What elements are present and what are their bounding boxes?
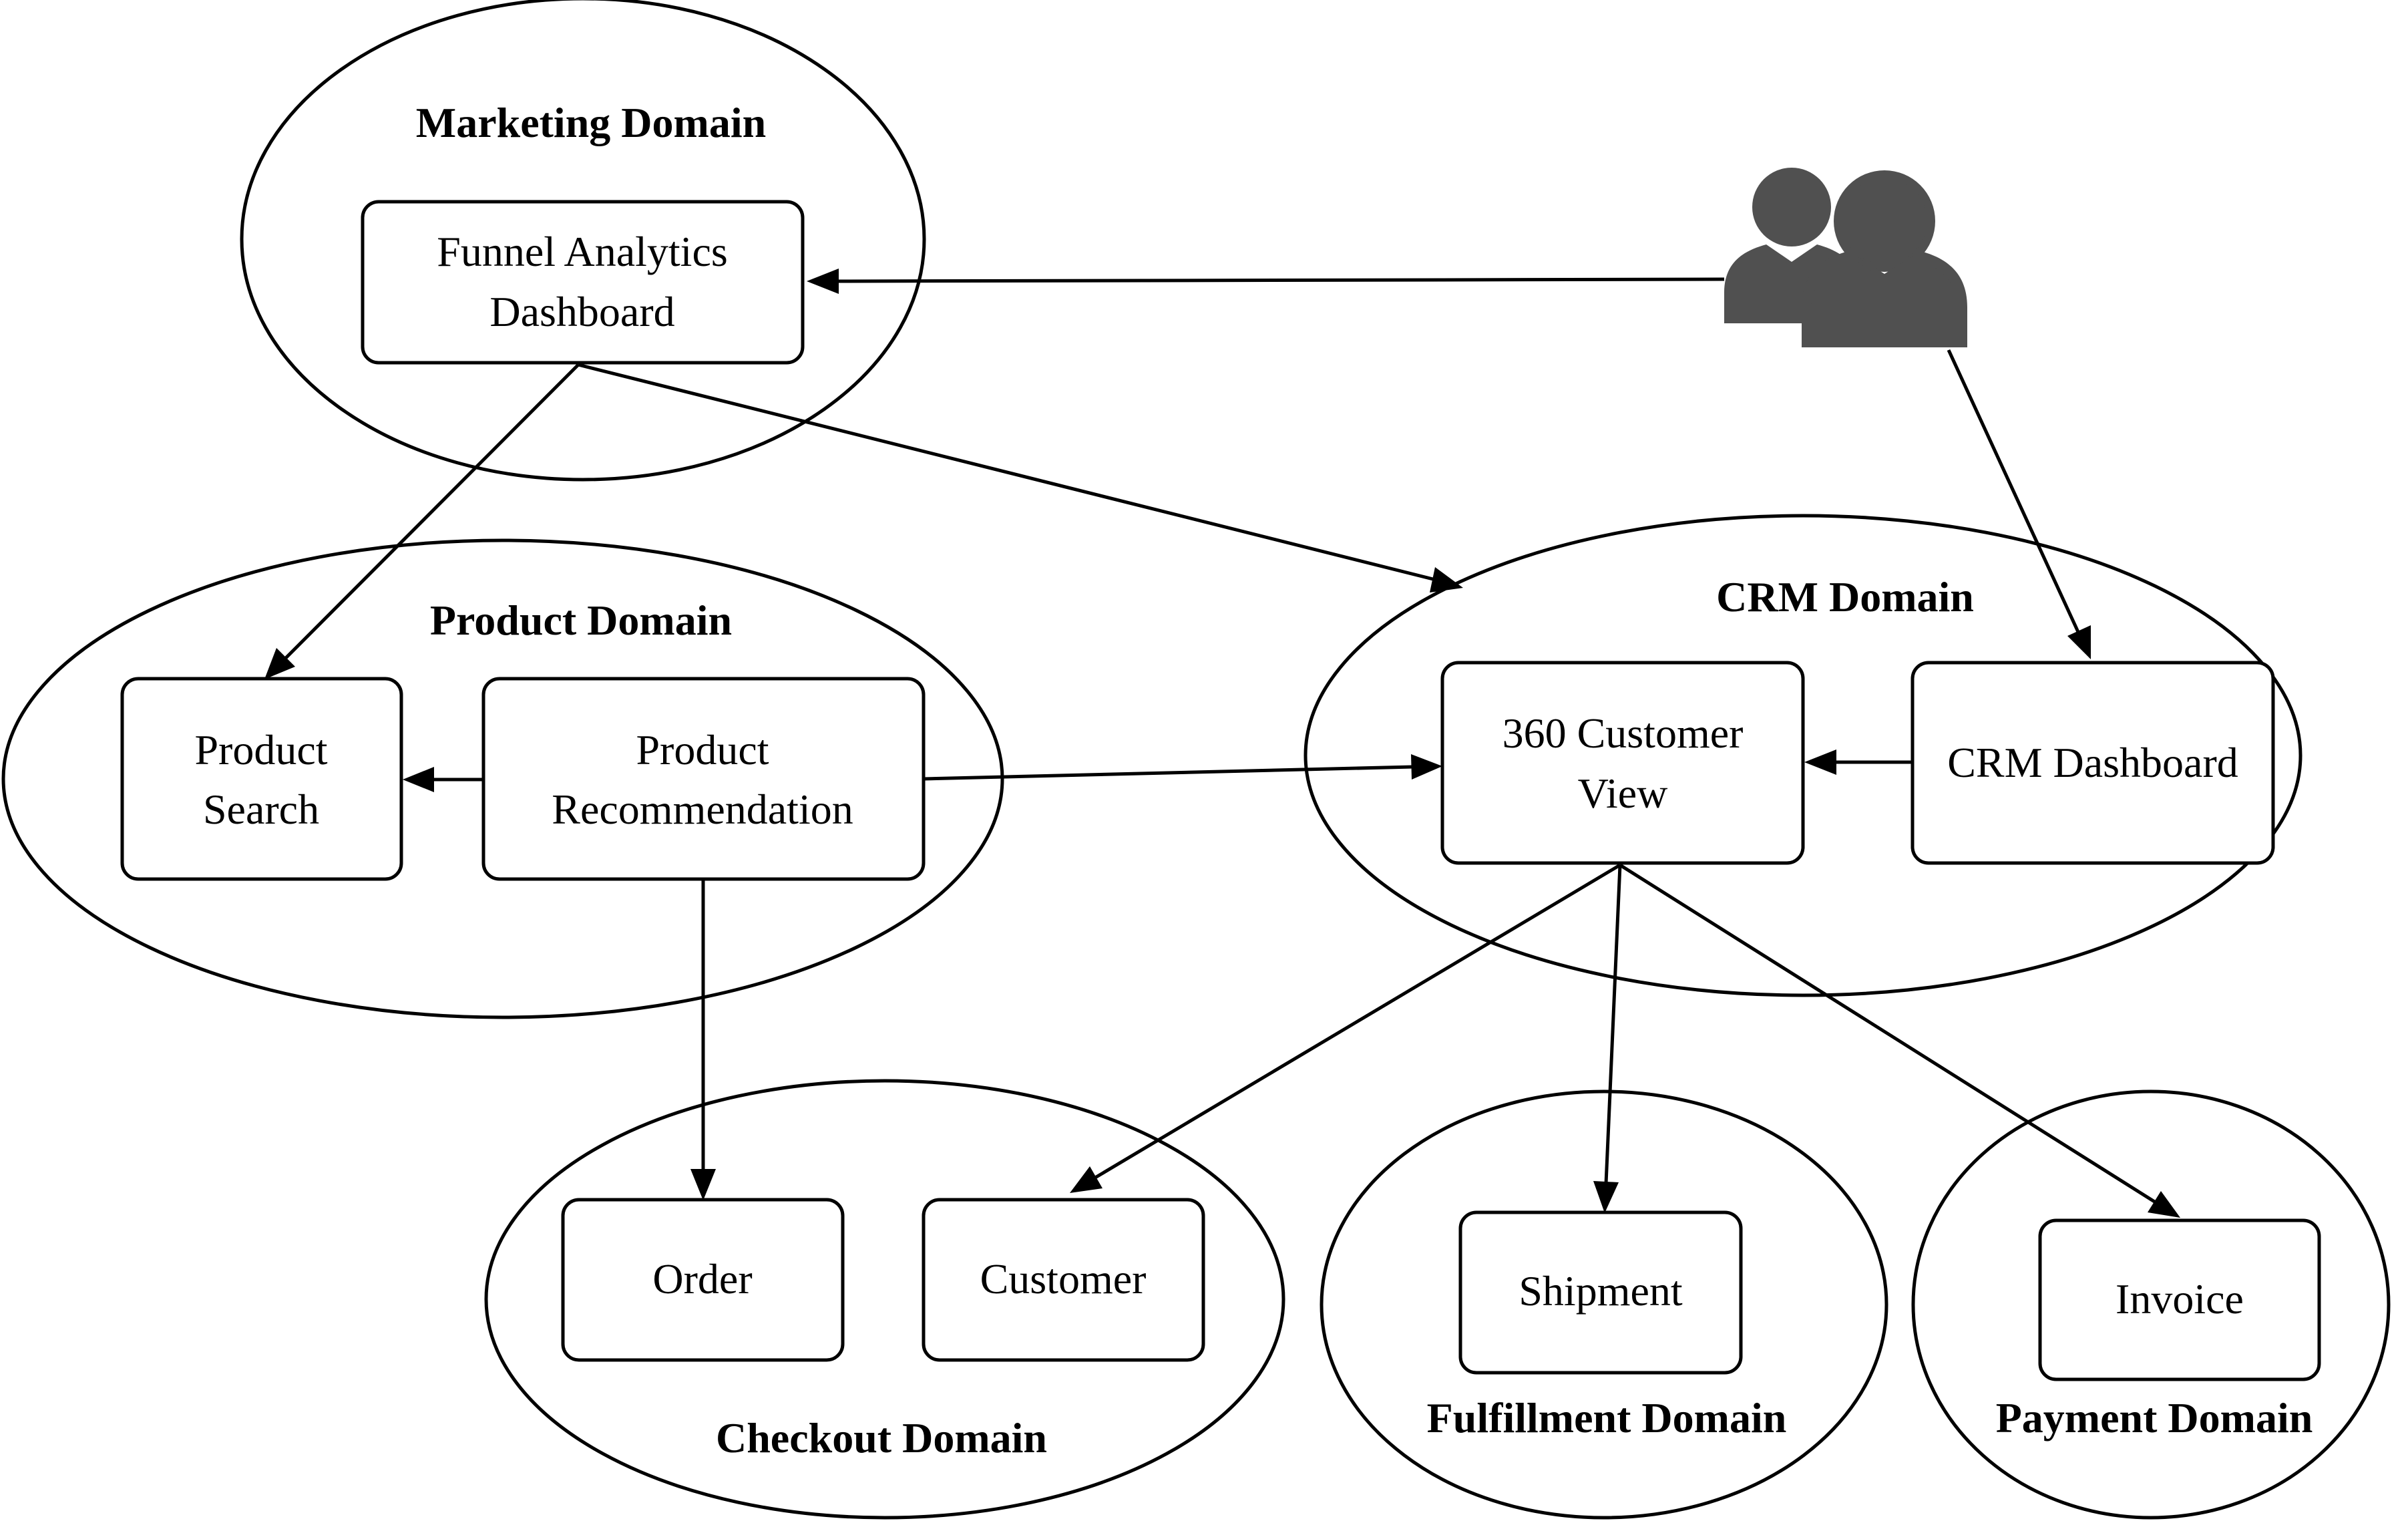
- payment-domain-ellipse: [1911, 1089, 2391, 1520]
- users-icon: [1724, 168, 1967, 347]
- node-label: 360 Customer: [1502, 709, 1744, 757]
- product-domain-ellipse: [1, 538, 1004, 1019]
- arrowhead: [1593, 1181, 1619, 1213]
- node-product-search: Product Search: [120, 677, 403, 881]
- node-funnel-analytics-dashboard: Funnel Analytics Dashboard: [361, 200, 805, 365]
- node-label: Funnel Analytics: [437, 228, 728, 275]
- node-crm-dashboard: CRM Dashboard: [1911, 661, 2275, 865]
- checkout-domain-ellipse: [484, 1079, 1285, 1520]
- arrowhead: [1430, 567, 1463, 593]
- arrowhead: [2067, 625, 2091, 659]
- node-shipment: Shipment: [1458, 1210, 1743, 1375]
- node-label: Search: [203, 786, 319, 833]
- arrowhead: [1411, 754, 1442, 780]
- edge-funnel-to-product-search: [284, 363, 580, 659]
- node-label: Invoice: [2116, 1275, 2244, 1323]
- arrowhead: [403, 767, 434, 792]
- crm-domain-title: CRM Domain: [1716, 573, 1974, 621]
- marketing-domain-title: Marketing Domain: [416, 99, 766, 146]
- checkout-domain-title: Checkout Domain: [716, 1414, 1047, 1462]
- node-label: Customer: [980, 1255, 1147, 1303]
- fulfillment-domain-ellipse: [1320, 1089, 1888, 1520]
- edge-360-view-to-shipment: [1604, 864, 1622, 1184]
- arrowhead: [1070, 1166, 1102, 1193]
- fulfillment-domain-title: Fulfillment Domain: [1427, 1394, 1787, 1442]
- node-label: Product: [194, 726, 327, 774]
- marketing-domain-ellipse: [240, 0, 926, 482]
- edge-360-view-to-customer: [1094, 863, 1621, 1180]
- edge-recommendation-to-360-view: [923, 765, 1414, 781]
- edge-funnel-to-crm-domain: [578, 363, 1436, 582]
- node-label: CRM Dashboard: [1947, 739, 2238, 786]
- node-label: Dashboard: [489, 288, 674, 335]
- arrowhead: [2148, 1191, 2180, 1218]
- arrowhead: [807, 269, 839, 294]
- node-customer: Customer: [922, 1198, 1205, 1362]
- node-label: Order: [652, 1255, 752, 1303]
- node-product-recommendation: Product Recommendation: [481, 677, 926, 881]
- product-domain-title: Product Domain: [430, 597, 732, 644]
- arrowhead: [1804, 749, 1836, 775]
- edge-users-to-funnel: [836, 277, 1725, 283]
- node-label: Shipment: [1519, 1267, 1683, 1315]
- node-invoice: Invoice: [2038, 1218, 2321, 1381]
- arrowhead: [264, 648, 295, 679]
- node-order: Order: [561, 1198, 845, 1362]
- node-label: Recommendation: [552, 786, 853, 833]
- node-label: Product: [636, 726, 769, 774]
- node-360-customer-view: 360 Customer View: [1440, 661, 1805, 865]
- edge-users-to-crm-dashboard: [1947, 349, 2080, 633]
- edge-360-view-to-invoice: [1619, 863, 2157, 1204]
- arrowhead: [690, 1169, 716, 1200]
- crm-domain-ellipse: [1303, 514, 2302, 997]
- node-label: View: [1578, 770, 1668, 817]
- payment-domain-title: Payment Domain: [1996, 1394, 2313, 1442]
